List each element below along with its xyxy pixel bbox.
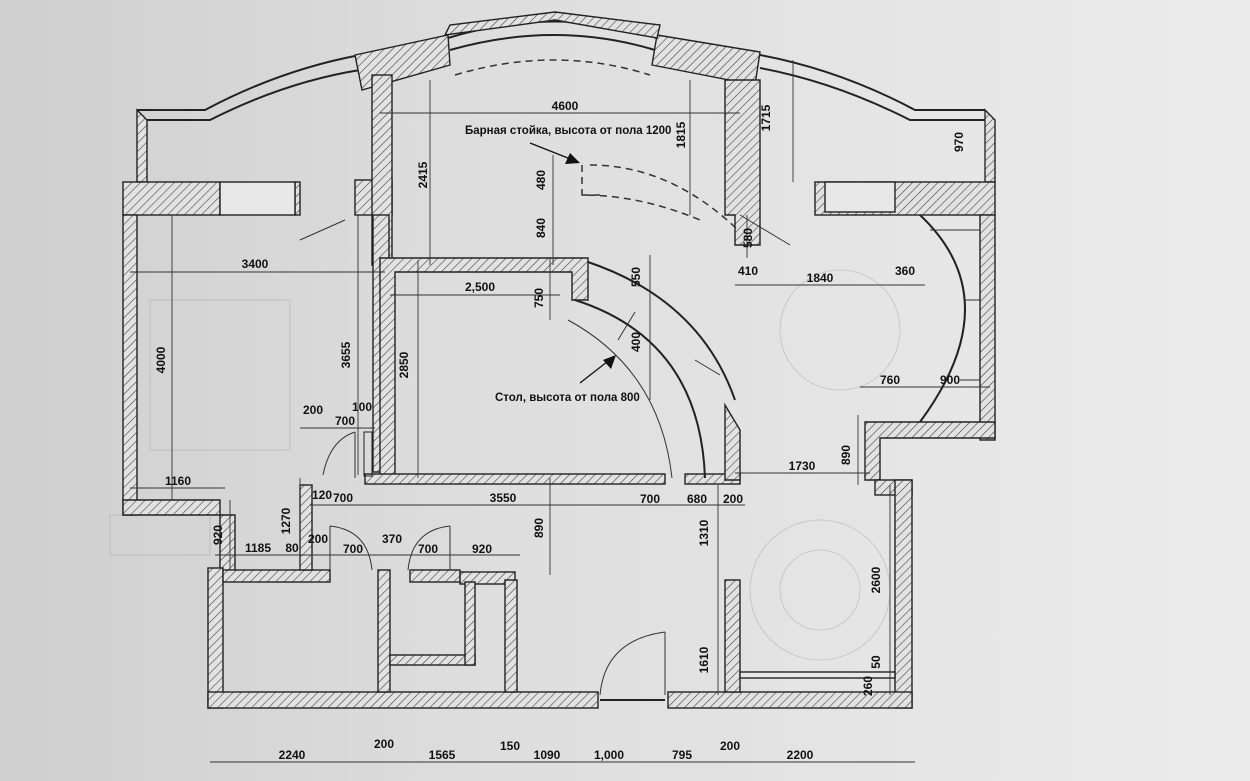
dimension-label: 400 — [629, 332, 643, 352]
dimension-label: 360 — [895, 264, 915, 278]
dimension-label: 370 — [382, 532, 402, 546]
dimension-label: 970 — [952, 132, 966, 152]
dimension-label: 80 — [285, 541, 299, 555]
dimension-label: 1565 — [429, 748, 456, 762]
dimension-label: 200 — [303, 403, 323, 417]
dimension-label: 1160 — [165, 474, 191, 488]
dimension-label: 1310 — [697, 519, 711, 546]
dimension-label: 50 — [869, 655, 883, 669]
dimension-label: 2850 — [397, 351, 411, 378]
dimension-label: 200 — [720, 739, 740, 753]
dimension-label: 3655 — [339, 341, 353, 368]
dimension-label: 1185 — [245, 541, 271, 555]
dimension-label: 200 — [723, 492, 743, 506]
dimension-label: 4600 — [552, 99, 579, 113]
dimension-label: 700 — [343, 542, 363, 556]
bar-counter-annotation: Барная стойка, высота от пола 1200 — [465, 125, 671, 137]
dimension-label: 700 — [333, 491, 353, 505]
dimension-label: 200 — [374, 737, 394, 751]
dimension-label: 900 — [940, 373, 960, 387]
dimension-label: 2600 — [869, 566, 883, 593]
dimension-label: 480 — [534, 170, 548, 190]
dimension-label: 150 — [500, 739, 520, 753]
dimension-label: 2240 — [279, 748, 306, 762]
dimension-lines — [130, 60, 990, 763]
dimension-label: 795 — [672, 748, 692, 762]
dimension-label: 750 — [532, 288, 546, 308]
dimension-label: 3550 — [490, 491, 517, 505]
dimension-label: 1610 — [697, 646, 711, 673]
dimension-label: 3400 — [242, 257, 269, 271]
walls — [122, 74, 996, 709]
dimension-label: 410 — [738, 264, 758, 278]
dimension-label: 1840 — [807, 271, 834, 285]
dimension-label: 4000 — [154, 346, 168, 373]
dimension-label: 890 — [532, 518, 546, 538]
dimension-label: 890 — [839, 445, 853, 465]
dimension-label: 1090 — [534, 748, 561, 762]
dimension-label: 760 — [880, 373, 900, 387]
dimension-label: 550 — [629, 267, 643, 287]
dimension-label: 1730 — [789, 459, 816, 473]
dimension-label: 920 — [211, 525, 225, 545]
dimension-label: 700 — [418, 542, 438, 556]
dimension-label: 2,500 — [465, 280, 495, 294]
dimension-label: 200 — [308, 532, 328, 546]
dimension-label: 1715 — [759, 104, 773, 131]
dimension-label: 1,000 — [594, 748, 624, 762]
dimension-label: 680 — [687, 492, 707, 506]
dimension-label: 2415 — [416, 161, 430, 188]
dimension-label: 2200 — [787, 748, 814, 762]
table-annotation: Стол, высота от пола 800 — [495, 392, 640, 404]
dimension-label: 580 — [741, 228, 755, 248]
dimension-label: 100 — [352, 400, 372, 414]
dimension-label: 700 — [335, 414, 355, 428]
dimension-label: 840 — [534, 218, 548, 238]
dimension-label: 120 — [312, 488, 332, 502]
bay-window-walls — [136, 11, 996, 183]
dimension-label: 1270 — [279, 507, 293, 534]
fixtures — [299, 164, 980, 701]
dimension-label: 700 — [640, 492, 660, 506]
dimension-label: 1815 — [674, 121, 688, 148]
dimension-label: 260 — [861, 676, 875, 696]
dimension-label: 920 — [472, 542, 492, 556]
